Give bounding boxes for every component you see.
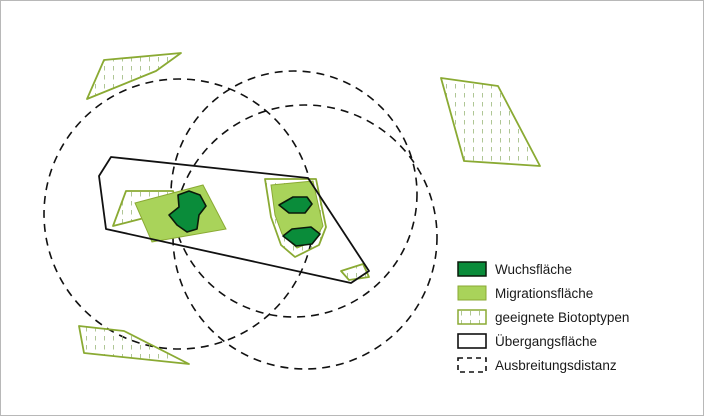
biotope-patch-bottom-left	[78, 325, 190, 365]
biotope-patch-right	[440, 77, 541, 167]
solid-dark-green-swatch	[457, 261, 487, 277]
legend-item-uebergang: Übergangsfläche	[457, 329, 629, 353]
legend-item-biotop: geeignete Biotoptypen	[457, 305, 629, 329]
dispersal-circle-3	[172, 104, 438, 370]
hatched-swatch	[457, 309, 487, 325]
dashed-outline-swatch	[457, 357, 487, 373]
legend-label-uebergang: Übergangsfläche	[495, 333, 598, 349]
growth-areas	[168, 190, 321, 247]
transition-area-outline	[98, 156, 370, 284]
growth-area-right-lower	[282, 226, 321, 247]
growth-area-right-upper	[278, 196, 313, 214]
legend-label-wuchsflaeche: Wuchsfläche	[495, 261, 573, 277]
light-green-swatch	[457, 285, 487, 301]
black-outline-swatch	[457, 333, 487, 349]
biotope-patch-small	[340, 263, 370, 281]
dispersal-distance-circles	[43, 70, 438, 370]
growth-area-left	[168, 190, 207, 233]
legend-label-biotop: geeignete Biotoptypen	[495, 309, 630, 325]
legend-label-ausbreitung: Ausbreitungsdistanz	[495, 357, 617, 373]
legend-item-wuchsflaeche: Wuchsfläche	[457, 257, 629, 281]
biotope-patch-top-left	[86, 52, 182, 100]
legend: Wuchsfläche Migrationsfläche geeignete B…	[457, 257, 629, 377]
legend-item-ausbreitung: Ausbreitungsdistanz	[457, 353, 629, 377]
legend-label-migrationsflaeche: Migrationsfläche	[495, 285, 594, 301]
dispersal-circle-2	[170, 70, 418, 318]
legend-item-migrationsflaeche: Migrationsfläche	[457, 281, 629, 305]
